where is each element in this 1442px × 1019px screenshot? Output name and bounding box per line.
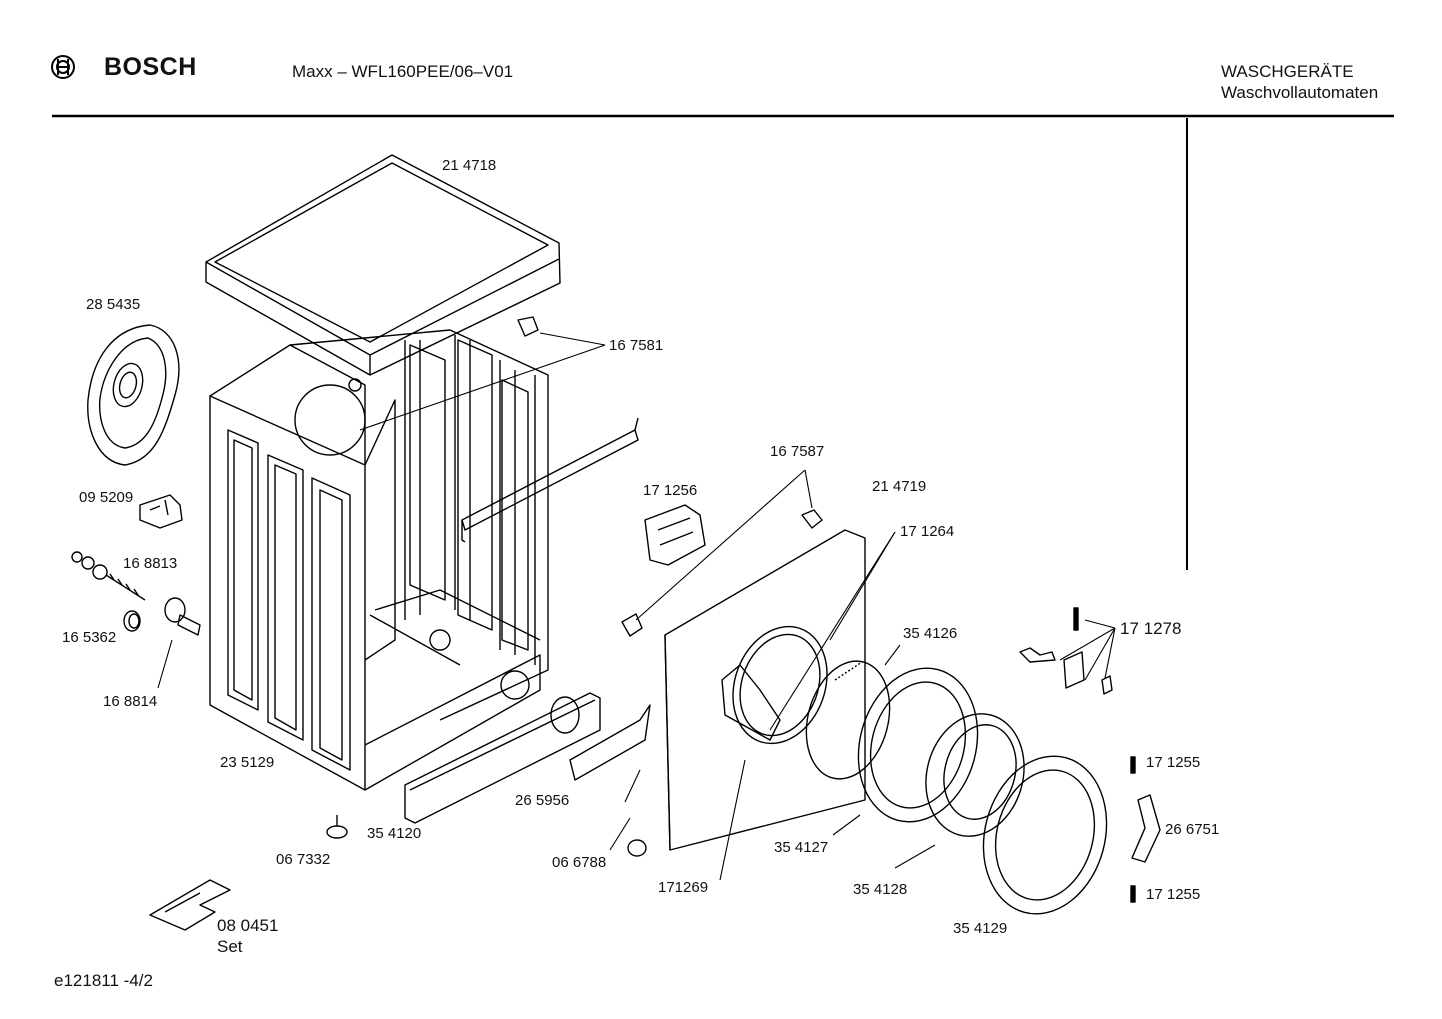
part-label-set: Set: [217, 937, 243, 956]
bosch-armature-icon: [51, 55, 75, 79]
clip-09-5209-drawing: [139, 494, 183, 529]
model-title: Maxx – WFL160PEE/06–V01: [292, 62, 514, 81]
plinth-35-4120-drawing: [404, 692, 601, 824]
part-label-095209: 09 5209: [79, 489, 134, 506]
door-lock-drawing: [644, 504, 706, 566]
part-label-066788: 06 6788: [552, 854, 607, 871]
set-08-0451-drawing: [149, 879, 231, 931]
part-label-171269: 171269: [658, 879, 709, 896]
part-label-354129: 35 4129: [953, 920, 1008, 937]
cap-16-5362-drawing: [123, 610, 141, 632]
part-label-171255-bottom: 17 1255: [1146, 886, 1201, 903]
spring-35-4126-drawing: [834, 661, 863, 681]
pump-06-6788-drawing: [627, 839, 647, 857]
leader-lines: [157, 332, 1116, 881]
clip-16-7587-a-drawing: [801, 509, 823, 529]
part-label-354120: 35 4120: [367, 825, 422, 842]
part-label-266751: 26 6751: [1165, 821, 1220, 838]
part-label-167587: 16 7587: [770, 443, 825, 460]
part-label-168814: 16 8814: [103, 693, 158, 710]
part-label-214718: 21 4718: [442, 157, 497, 174]
document-id: e121811 -4/2: [54, 971, 153, 990]
door-ring-35-4129-drawing: [982, 755, 1108, 915]
pin-17-1255-drawing: [1130, 756, 1136, 903]
part-label-354127: 35 4127: [774, 839, 829, 856]
front-panel-drawing: [664, 529, 866, 851]
rear-cover-drawing: [87, 324, 180, 466]
handle-26-6751-drawing: [1131, 794, 1161, 863]
part-label-235129: 23 5129: [220, 754, 275, 771]
clip-16-7587-b-drawing: [621, 613, 643, 637]
foot-16-8814-drawing: [164, 597, 201, 636]
foot-06-7332-drawing: [326, 815, 348, 839]
hinge-17-1278-drawing: [1019, 607, 1113, 695]
part-label-067332: 06 7332: [276, 851, 331, 868]
part-label-080451: 08 0451: [217, 916, 279, 935]
part-label-165362: 16 5362: [62, 629, 117, 646]
flap-26-5956-drawing: [569, 704, 651, 781]
part-label-354128: 35 4128: [853, 881, 908, 898]
part-label-171255-top: 17 1255: [1146, 754, 1201, 771]
part-label-171264: 17 1264: [900, 523, 955, 540]
part-label-171278: 17 1278: [1120, 619, 1182, 638]
part-label-354126: 35 4126: [903, 625, 958, 642]
bolt-16-8813-drawing: [71, 551, 146, 601]
gasket-ring-drawing: [805, 660, 891, 780]
brand-name: BOSCH: [104, 53, 197, 81]
category-title: WASCHGERÄTE: [1221, 62, 1354, 81]
subcategory-title: Waschvollautomaten: [1221, 83, 1379, 102]
part-label-265956: 26 5956: [515, 792, 570, 809]
door-frame-35-4127-drawing: [857, 667, 979, 823]
worktop-drawing: [205, 154, 561, 376]
part-label-168813: 16 8813: [123, 555, 178, 572]
door-glass-35-4128-drawing: [925, 713, 1025, 837]
clip-16-7581-drawing: [517, 316, 539, 337]
part-label-285435: 28 5435: [86, 296, 141, 313]
part-label-171256: 17 1256: [643, 482, 698, 499]
part-label-167581: 16 7581: [609, 337, 664, 354]
cabinet-drawing: [209, 329, 639, 791]
part-label-214719: 21 4719: [872, 478, 927, 495]
